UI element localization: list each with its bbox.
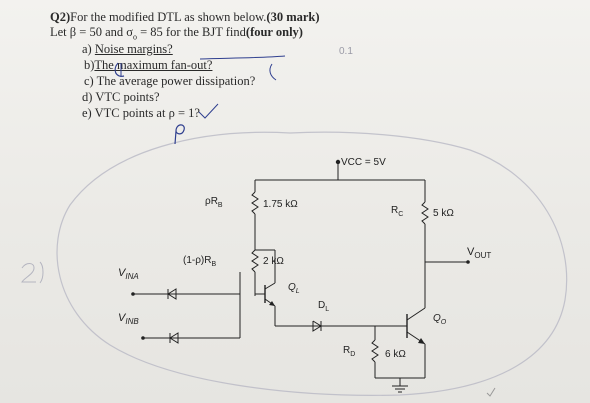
rb2-subscript: B: [211, 261, 217, 268]
pen-check-d: [198, 103, 219, 119]
given-prefix: Let β = 50 and: [50, 25, 127, 39]
rb2-label: (1-ρ)RB: [183, 255, 216, 270]
rc-label: RC: [391, 205, 403, 220]
pen-rho: [174, 124, 185, 145]
ql-label: QL: [288, 282, 300, 297]
vout-symbol: V: [467, 246, 475, 258]
list-item: c) The average power dissipation?: [84, 73, 255, 89]
rb2-value: 2 kΩ: [263, 256, 284, 267]
item-text: The average power dissipation?: [96, 74, 256, 88]
question-text: For the modified DTL as shown below.: [70, 10, 267, 24]
item-text: VTC points?: [95, 90, 160, 104]
question-list: a) Noise margins? b)The maximum fan-out?…: [82, 41, 255, 121]
vina-symbol: V: [118, 267, 126, 279]
rb2-symbol: (1-ρ)R: [183, 255, 212, 266]
item-label: c): [84, 74, 94, 88]
rc-symbol: R: [391, 205, 399, 216]
sigma-symbol: σ: [126, 25, 133, 39]
vina-subscript: INA: [125, 272, 139, 282]
sigma-subscript: o: [133, 32, 137, 42]
rd-subscript: D: [350, 351, 356, 358]
vcc-label: VCC = 5V: [341, 157, 386, 168]
dl-subscript: L: [325, 306, 330, 313]
dl-label: DL: [318, 300, 329, 315]
vina-label: VINA: [118, 268, 139, 282]
rb-label: ρRB: [205, 196, 223, 211]
rd-label: RD: [343, 345, 355, 360]
vout-label: VOUT: [467, 247, 491, 261]
list-item: b)The maximum fan-out?: [84, 57, 255, 73]
item-label: d): [82, 90, 93, 104]
item-text: The maximum fan-out?: [94, 58, 213, 72]
item-label: a): [82, 42, 92, 56]
vout-subscript: OUT: [474, 251, 492, 261]
pen-mark-b3: [269, 63, 277, 81]
given-middle: = 85 for the BJT find: [137, 25, 246, 39]
ql-subscript: L: [295, 288, 300, 295]
rd-symbol: R: [343, 345, 351, 356]
vinb-subscript: INB: [125, 317, 139, 327]
vinb-symbol: V: [118, 312, 126, 324]
rc-subscript: C: [398, 211, 404, 218]
rd-value: 6 kΩ: [385, 349, 406, 360]
pencil-scribble: [21, 263, 36, 283]
pencil-ellipse: [56, 131, 568, 396]
vinb-label: VINB: [118, 313, 139, 327]
ql-symbol: Q: [288, 282, 296, 293]
rb-value: 1.75 kΩ: [263, 199, 298, 210]
item-label: b): [84, 58, 95, 72]
list-item: a) Noise margins?: [82, 41, 253, 57]
list-item: d) VTC points?: [82, 89, 253, 105]
qo-label: QO: [433, 313, 446, 328]
qo-subscript: O: [440, 319, 447, 326]
pen-mark-b: [114, 62, 125, 77]
question-number: Q2): [50, 10, 71, 24]
given-emphasis: (four only): [245, 25, 303, 39]
rc-value: 5 kΩ: [433, 208, 454, 219]
rb-symbol: ρR: [205, 196, 218, 207]
question-title: Q2)For the modified DTL as shown below.(…: [50, 10, 320, 24]
item-text: VTC points at ρ = 1?: [94, 106, 200, 120]
given-conditions: Let β = 50 and σo = 85 for the BJT find(…: [50, 25, 303, 45]
item-text: Noise margins?: [94, 42, 173, 56]
dl-symbol: D: [318, 300, 326, 311]
pencil-tick: [486, 387, 496, 397]
question-marks: (30 mark): [266, 10, 320, 24]
qo-symbol: Q: [433, 313, 441, 324]
pen-underline-sigma: [199, 55, 286, 60]
list-item: e) VTC points at ρ = 1?: [82, 105, 253, 121]
rb-subscript: B: [217, 202, 223, 209]
pencil-mark: 0.1: [339, 46, 353, 57]
item-label: e): [82, 106, 92, 120]
